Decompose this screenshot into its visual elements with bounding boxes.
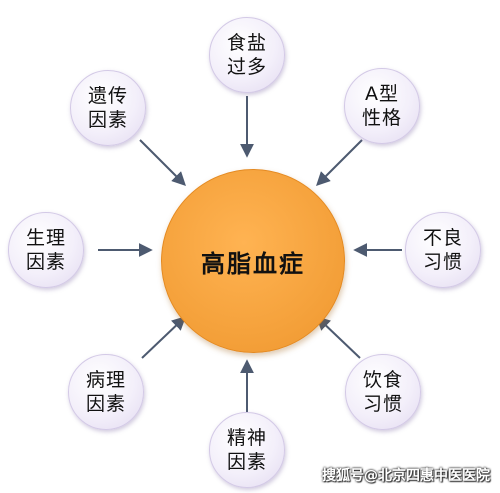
node-type-a-personality: A型 性格 xyxy=(344,68,420,144)
node-label-line2: 习惯 xyxy=(362,393,403,415)
center-label: 高脂血症 xyxy=(201,249,305,278)
node-label-line1: 精神 xyxy=(226,427,267,449)
node-bad-habits: 不良 习惯 xyxy=(405,212,481,288)
node-label-line1: 遗传 xyxy=(87,85,128,107)
node-label-line2: 因素 xyxy=(25,251,66,273)
node-label-line2: 因素 xyxy=(87,109,128,131)
watermark-text: 搜狐号@北京四惠中医医院 xyxy=(322,468,490,484)
node-label-line1: 不良 xyxy=(422,227,463,249)
node-pathological-factors: 病理 因素 xyxy=(68,354,144,430)
arrow-type-a xyxy=(316,139,363,186)
node-physiological-factors: 生理 因素 xyxy=(8,212,84,288)
node-label-line2: 因素 xyxy=(226,451,267,473)
node-label-line2: 过多 xyxy=(226,56,267,78)
node-label-line1: 生理 xyxy=(25,227,66,249)
arrow-genetic xyxy=(139,139,186,186)
arrow-diet-habits xyxy=(315,316,361,359)
node-mental-factors: 精神 因素 xyxy=(209,412,285,488)
node-label-line1: 饮食 xyxy=(362,369,403,391)
node-food-salt: 食盐 过多 xyxy=(209,17,285,93)
node-diet-habits: 饮食 习惯 xyxy=(345,354,421,430)
node-label-line1: 病理 xyxy=(85,369,126,391)
node-label-line1: A型 xyxy=(365,83,399,105)
node-label-line2: 习惯 xyxy=(422,251,463,273)
node-label-line2: 因素 xyxy=(85,393,126,415)
center-node-hyperlipidemia: 高脂血症 xyxy=(161,169,345,353)
node-label-line2: 性格 xyxy=(361,107,402,129)
node-label-line1: 食盐 xyxy=(226,32,267,54)
node-genetic-factors: 遗传 因素 xyxy=(70,70,146,146)
arrow-pathology xyxy=(141,316,187,359)
